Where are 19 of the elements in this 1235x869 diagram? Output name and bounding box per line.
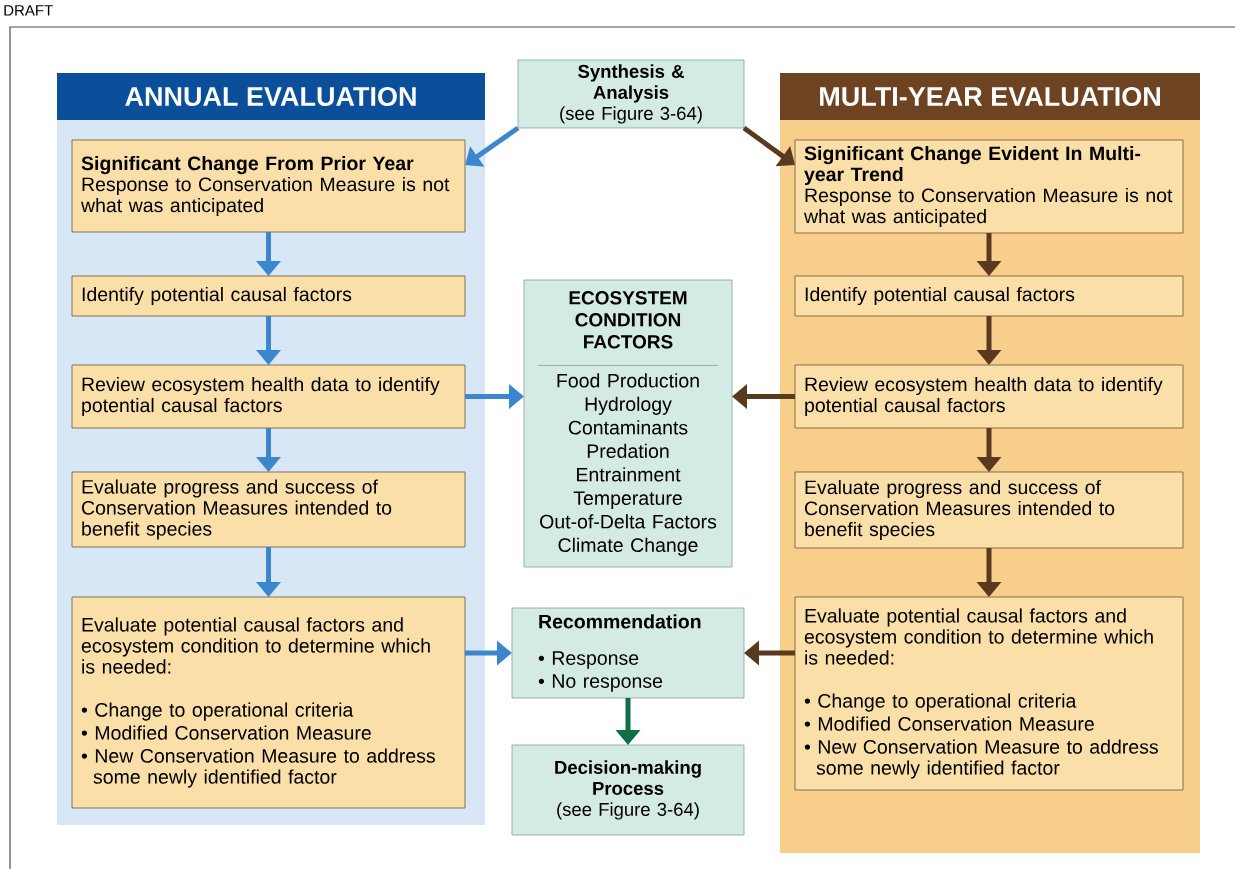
process-box: Identify potential causal factors — [71, 275, 466, 317]
arrow — [465, 125, 520, 167]
process-box: Evaluate progress and success of Conservation Measures intended to benefit species — [71, 471, 466, 548]
draft-label: DRAFT — [4, 5, 53, 16]
process-box: Identify potential causal factors — [794, 275, 1184, 317]
process-box: Review ecosystem health data to identify potential causal factors — [71, 364, 466, 429]
process-box: Review ecosystem health data to identify potential causal factors — [794, 364, 1184, 429]
panel-header: MULTI-YEAR EVALUATION — [780, 73, 1200, 120]
process-box: Significant Change Evident In Multi-year Trend Response to Conservation Measure is not what was anticipated — [794, 139, 1184, 234]
arrow — [742, 125, 795, 167]
process-box: Significant Change From Prior Year Response to Conservation Measure is not what was anticipated — [71, 139, 466, 233]
process-box: Evaluate potential causal factors and ecosystem condition to determine which is needed: • Change to operational criteria • Modified Conservation Measure • New Conservation Measure to address some newly identified factor — [71, 596, 466, 809]
info-box: Synthesis & Analysis (see Figure 3-64) — [517, 59, 745, 129]
info-box: Decision-making Process (see Figure 3-64) — [511, 744, 745, 836]
panel-header: ANNUAL EVALUATION — [57, 73, 485, 120]
info-box: Recommendation • Response • No response — [511, 607, 745, 699]
info-box: ECOSYSTEM CONDITION FACTORS Food Production Hydrology Contaminants Predation Entrainment Temperature Out-of-Delta Factors Climate Change — [523, 279, 733, 568]
process-box: Evaluate progress and success of Conservation Measures intended to benefit species — [794, 471, 1184, 549]
process-box: Evaluate potential causal factors and ecosystem condition to determine which is needed: • Change to operational criteria • Modified Conservation Measure • New Conservation Measure to address some newly identified factor — [794, 596, 1184, 791]
